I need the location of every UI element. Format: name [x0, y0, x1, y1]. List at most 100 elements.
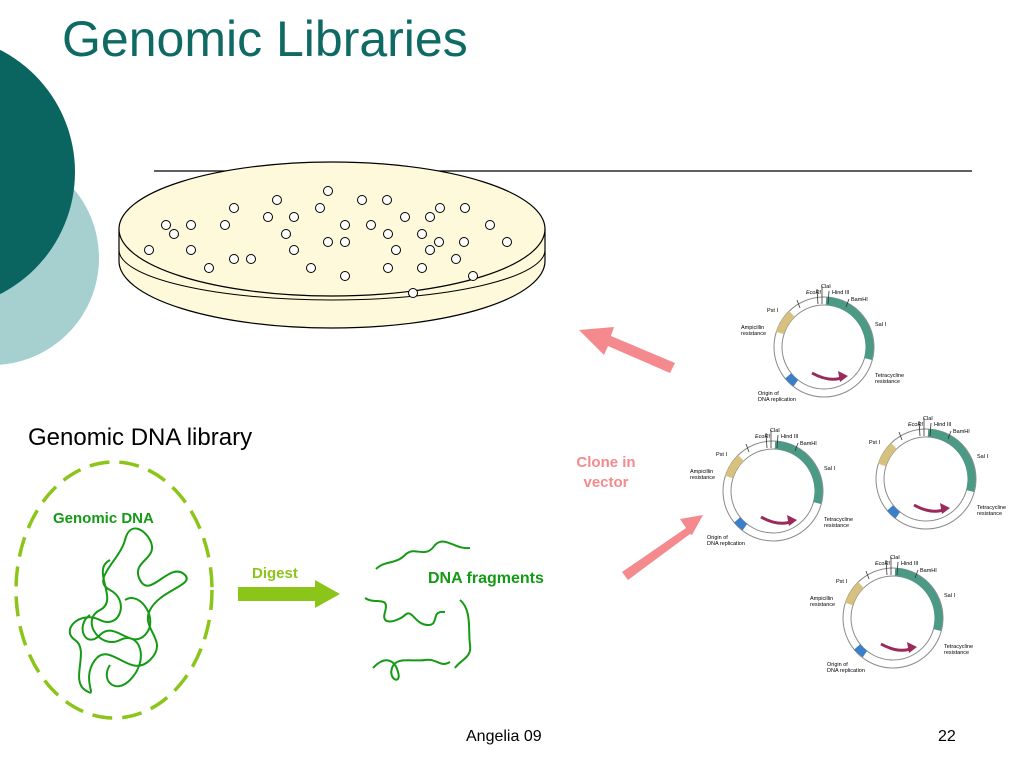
colony: [323, 186, 333, 196]
svg-text:ClaI: ClaI: [890, 555, 900, 561]
digest-label: Digest: [252, 565, 298, 582]
clone-label-line-1: Clone in: [576, 454, 636, 471]
svg-text:BamHI: BamHI: [920, 568, 937, 574]
colony: [451, 254, 461, 264]
svg-text:Origin of: Origin of: [758, 391, 779, 397]
colony: [502, 237, 512, 247]
svg-text:Pst I: Pst I: [767, 308, 778, 314]
colony: [340, 220, 350, 230]
colony: [289, 245, 299, 255]
svg-text:resistance: resistance: [977, 511, 1002, 517]
colony: [383, 229, 393, 239]
colony: [417, 229, 427, 239]
svg-text:resistance: resistance: [741, 331, 766, 337]
svg-text:EcoRI: EcoRI: [875, 561, 890, 567]
colony: [204, 263, 214, 273]
colony: [229, 203, 239, 213]
svg-text:Sal I: Sal I: [875, 322, 886, 328]
svg-text:resistance: resistance: [690, 475, 715, 481]
svg-text:Tetracycline: Tetracycline: [944, 644, 973, 650]
page-number: 22: [938, 728, 956, 745]
colony: [281, 229, 291, 239]
footer-author: Angelia 09: [466, 728, 542, 745]
colony: [468, 271, 478, 281]
plasmid-map-3: ClaI EcoRI Hind III BamHI Sal I Pst I Te…: [869, 416, 1006, 529]
svg-text:EcoRI: EcoRI: [755, 434, 770, 440]
genomic-dna-label: Genomic DNA: [53, 510, 154, 527]
svg-text:ClaI: ClaI: [770, 428, 780, 434]
colony: [263, 212, 273, 222]
plasmid-map-1: ClaI EcoRI Hind III BamHI Sal I Pst I Am…: [741, 284, 904, 403]
colony: [391, 245, 401, 255]
svg-text:EcoRI: EcoRI: [908, 422, 923, 428]
svg-text:EcoRI: EcoRI: [806, 290, 821, 296]
svg-text:resistance: resistance: [810, 602, 835, 608]
svg-text:BamHI: BamHI: [851, 297, 868, 303]
dna-fragments: [364, 540, 472, 681]
colony: [340, 271, 350, 281]
colony: [169, 229, 179, 239]
colony: [186, 245, 196, 255]
clone-label-line-2: vector: [583, 474, 629, 491]
colony: [246, 254, 256, 264]
svg-text:BamHI: BamHI: [953, 429, 970, 435]
svg-text:BamHI: BamHI: [800, 441, 817, 447]
colony: [144, 245, 154, 255]
svg-text:Ampicillin: Ampicillin: [810, 596, 833, 602]
colony: [220, 220, 230, 230]
colony: [306, 263, 316, 273]
svg-text:DNA replication: DNA replication: [827, 668, 865, 674]
colony: [400, 212, 410, 222]
svg-text:resistance: resistance: [824, 523, 849, 529]
svg-text:Tetracycline: Tetracycline: [977, 505, 1006, 511]
svg-text:Sal I: Sal I: [977, 454, 988, 460]
colony: [382, 195, 392, 205]
colony: [460, 203, 470, 213]
svg-text:DNA replication: DNA replication: [758, 397, 796, 403]
svg-text:Pst I: Pst I: [869, 440, 880, 446]
svg-text:Tetracycline: Tetracycline: [875, 373, 904, 379]
svg-text:Origin of: Origin of: [827, 662, 848, 668]
colony: [161, 220, 171, 230]
colony: [340, 237, 350, 247]
petri-dish: [118, 161, 546, 329]
colony: [383, 263, 393, 273]
svg-text:Sal I: Sal I: [824, 466, 835, 472]
clone-in-vector-label: Clone in vector: [556, 453, 656, 493]
svg-text:Origin of: Origin of: [707, 535, 728, 541]
colony: [417, 263, 427, 273]
clone-arrow-upper: [579, 327, 675, 373]
dna-fragments-label: DNA fragments: [428, 570, 544, 587]
colonies: [144, 186, 512, 298]
svg-text:Hind III: Hind III: [901, 561, 919, 567]
svg-text:Pst I: Pst I: [836, 579, 847, 585]
svg-text:Hind III: Hind III: [934, 422, 952, 428]
svg-text:Hind III: Hind III: [781, 434, 799, 440]
colony: [408, 288, 418, 298]
clone-arrow-lower: [622, 515, 703, 580]
svg-text:DNA replication: DNA replication: [707, 541, 745, 547]
colony: [229, 254, 239, 264]
svg-text:Ampicillin: Ampicillin: [741, 325, 764, 331]
colony: [459, 237, 469, 247]
digest-arrow: [238, 580, 340, 608]
svg-text:Ampicillin: Ampicillin: [690, 469, 713, 475]
colony: [357, 195, 367, 205]
genomic-dna-tangle: [68, 527, 188, 694]
genomic-dna-library-label: Genomic DNA library: [28, 424, 253, 451]
svg-text:resistance: resistance: [875, 379, 900, 385]
decor-circle-dark: [0, 49, 75, 295]
svg-text:resistance: resistance: [944, 650, 969, 656]
svg-text:ClaI: ClaI: [923, 416, 933, 422]
colony: [425, 212, 435, 222]
svg-text:Hind III: Hind III: [832, 290, 850, 296]
colony: [366, 220, 376, 230]
colony: [434, 237, 444, 247]
svg-text:Tetracycline: Tetracycline: [824, 517, 853, 523]
colony: [435, 203, 445, 213]
genomic-dna-boundary: [14, 460, 214, 720]
colony: [289, 212, 299, 222]
colony: [272, 195, 282, 205]
colony: [323, 237, 333, 247]
